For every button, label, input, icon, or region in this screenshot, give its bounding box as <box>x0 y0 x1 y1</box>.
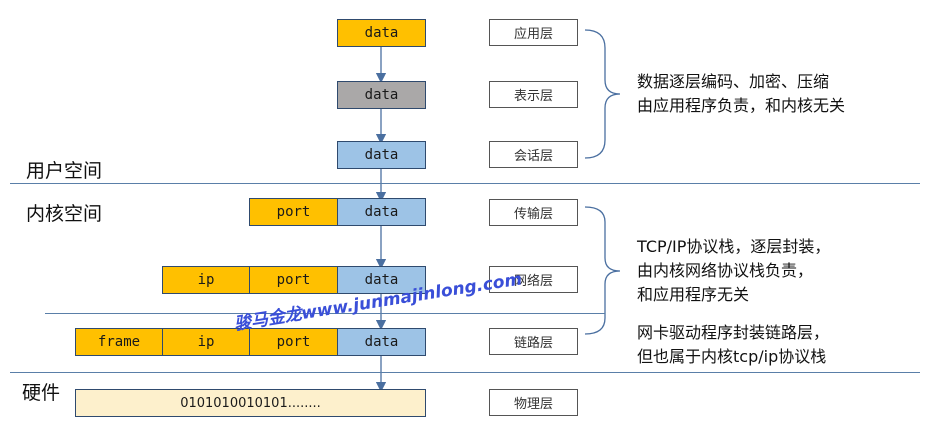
link-port-cell: port <box>249 328 338 356</box>
network-data-cell: data <box>337 266 426 294</box>
network-link-separator <box>45 313 605 314</box>
note-tcpip: TCP/IP协议栈，逐层封装， 由内核网络协议栈负责， 和应用程序无关 <box>637 235 830 307</box>
layer-physical: 物理层 <box>489 389 578 416</box>
session-data-cell: data <box>337 141 426 169</box>
physical-bitstream-cell: 0101010010101........ <box>75 389 426 417</box>
brace-user-space <box>584 29 621 159</box>
note-driver-line-1: 网卡驱动程序封装链路层， <box>637 323 830 342</box>
user-space-label: 用户空间 <box>26 160 103 182</box>
note-driver-line-2: 但也属于内核tcp/ip协议栈 <box>637 347 827 366</box>
note-user-line-1: 数据逐层编码、加密、压缩 <box>637 72 830 91</box>
brace-tcpip <box>584 206 621 335</box>
transport-data-cell: data <box>337 198 426 226</box>
layer-presentation: 表示层 <box>489 81 578 108</box>
layer-session: 会话层 <box>489 141 578 168</box>
link-frame-cell: frame <box>75 328 163 356</box>
presentation-data-cell: data <box>337 81 426 109</box>
layer-network: 网络层 <box>489 266 578 293</box>
note-tcpip-line-2: 由内核网络协议栈负责， <box>637 261 814 280</box>
hardware-label: 硬件 <box>22 382 61 404</box>
user-kernel-separator <box>10 183 920 184</box>
note-tcpip-line-1: TCP/IP协议栈，逐层封装， <box>637 237 831 256</box>
kernel-space-label: 内核空间 <box>26 203 103 225</box>
layer-link: 链路层 <box>489 328 578 355</box>
network-ip-cell: ip <box>162 266 250 294</box>
link-ip-cell: ip <box>162 328 250 356</box>
kernel-hardware-separator <box>10 372 920 373</box>
network-port-cell: port <box>249 266 338 294</box>
transport-port-cell: port <box>249 198 338 226</box>
note-user-line-2: 由应用程序负责，和内核无关 <box>637 96 846 115</box>
link-data-cell: data <box>337 328 426 356</box>
note-driver: 网卡驱动程序封装链路层， 但也属于内核tcp/ip协议栈 <box>637 321 829 369</box>
note-user-space: 数据逐层编码、加密、压缩 由应用程序负责，和内核无关 <box>637 70 845 118</box>
app-data-cell: data <box>337 19 426 47</box>
note-tcpip-line-3: 和应用程序无关 <box>637 285 750 304</box>
layer-transport: 传输层 <box>489 199 578 226</box>
layer-application: 应用层 <box>489 19 578 46</box>
